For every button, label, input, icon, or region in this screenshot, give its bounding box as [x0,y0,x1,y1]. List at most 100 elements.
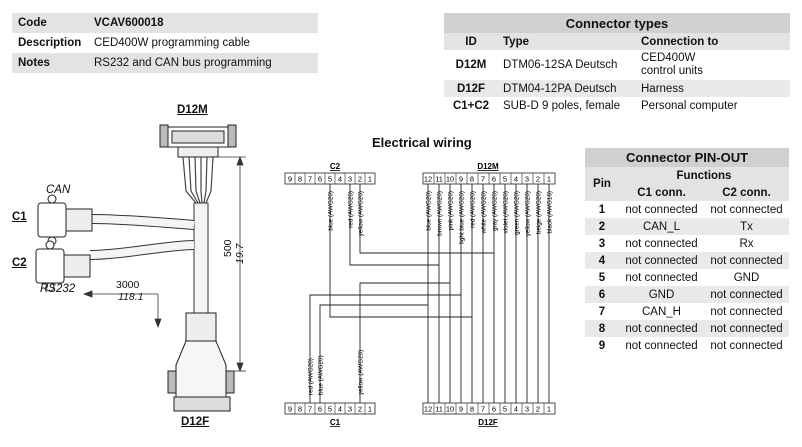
c2-wire-label: red (AWG20) [348,191,355,228]
length-dimension [82,290,162,329]
c1-bottom-pin-strip [284,402,376,415]
c1-function: GND [619,286,704,303]
d12m-top-pin-2: 2 [536,175,540,184]
c1-wire-label: yellow (AWG20) [358,350,365,395]
pin-number: 8 [585,320,619,337]
d12m-top-pin-12: 12 [424,175,432,184]
d12f-bottom-pin-2: 2 [536,405,540,414]
c2-top-pin-2: 2 [358,175,362,184]
pin-number: 7 [598,305,606,318]
connector-type: DTM06-12SA Deutsch [503,59,618,71]
d12f-bottom-pin-4: 4 [514,405,518,414]
c2-wire-5 [329,184,472,318]
c1-function: CAN_L [619,218,704,235]
d12f-bottom-pin-11: 11 [435,405,443,414]
d12m-top-pin-7: 7 [481,175,485,184]
c1-col-header: C1 conn. [619,184,704,201]
c1-bottom-pin-6: 6 [318,405,322,414]
d-wire-label: yellow (AWG20) [525,191,532,236]
d-wire-label: beige (AWG20) [536,191,543,234]
c1-function: not connected [625,203,698,216]
c1-bottom-pin-2: 2 [358,405,362,414]
pin-number: 2 [585,218,619,235]
pinout-table: Connector PIN-OUT Pin Functions C1 conn.… [585,148,789,354]
connector-type: SUB-D 9 poles, female [503,99,620,112]
c1-wire-7 [309,294,461,403]
d12m-connector-graphic [159,124,237,158]
c1-connector-graphic [37,194,93,246]
c1-function: not connected [625,237,698,250]
functions-header: Functions [619,167,789,184]
c2-label: C2 [12,257,27,269]
info-value: CED400W programming cable [94,37,250,49]
pin-number: 3 [598,237,606,250]
c1-function: not connected [619,320,704,337]
c1-wire-label: red (AWG20) [308,358,315,395]
cable-drawing [35,124,246,412]
info-row-code: Code VCAV600018 [12,13,318,33]
connector-id: C1+C2 [452,99,490,112]
connector-type: DTM04-12PA Deutsch [498,80,636,97]
c2-top-pin-9: 9 [288,175,292,184]
pinout-row: 7 CAN_H not connected [585,303,789,320]
d12f-bottom-pin-8: 8 [470,405,474,414]
c1-bottom-pin-4: 4 [338,405,342,414]
col-header-connection: Connection to [636,33,790,50]
c2-wire-label: blue (AWG20) [328,191,335,231]
d12m-label: D12M [177,104,208,116]
wiring-title: Electrical wiring [372,135,472,150]
c2-top-pin-5: 5 [328,175,332,184]
pin-number: 5 [598,271,606,284]
c2-function: not connected [710,305,783,318]
d12m-wiring-label: D12M [477,162,499,171]
c1-label: C1 [12,211,27,223]
c2-top-pin-8: 8 [298,175,302,184]
d12m-top-pin-11: 11 [435,175,443,184]
main-cable [193,202,209,314]
d12m-top-pin-1: 1 [547,175,551,184]
pin-number: 6 [585,286,619,303]
connector-id: D12M [455,59,487,71]
d-wire-label: violet (AWG20) [503,191,510,233]
rs232-label: RS232 [40,283,76,295]
d-wire-label: light blue (AWG20) [459,191,466,244]
c1-function: CAN_H [642,305,681,318]
connector-connection: Personal computer [641,99,738,112]
d-wire-label: white (AWG20) [481,191,488,234]
c1-bottom-pin-8: 8 [298,405,302,414]
c2-function: not connected [710,339,783,352]
pin-header: Pin [585,167,619,201]
c2-function: GND [733,271,760,284]
d12f-label: D12F [181,416,210,428]
d12f-bottom-pin-3: 3 [525,405,529,414]
connector-types-title: Connector types [444,13,790,33]
connector-row-d12f: D12F DTM04-12PA Deutsch Harness [444,80,790,97]
c1-bottom-pin-3: 3 [348,405,352,414]
d12m-top-pin-10: 10 [446,175,454,184]
d-wire-label: blue (AWG20) [426,191,433,231]
c2-function: not connected [704,286,789,303]
c2-function: not connected [704,320,789,337]
connector-types-table: Connector types ID Type Connection to D1… [444,13,790,114]
c1-bottom-pin-7: 7 [308,405,312,414]
c2-top-pin-4: 4 [338,175,342,184]
c1-bottom-pin-5: 5 [328,405,332,414]
length-in-label: 118.1 [118,291,144,303]
c2-wire-label: yellow (AWG20) [358,191,365,236]
c2-top-pin-6: 6 [318,175,322,184]
d12f-connector-graphic [167,312,235,412]
c2-function: not connected [704,252,789,269]
c1-function: not connected [625,271,698,284]
d12f-bottom-pin-6: 6 [492,405,496,414]
c1-function: not connected [625,339,698,352]
d12f-bottom-pin-5: 5 [503,405,507,414]
info-key: Description [18,37,82,49]
height-dimension [218,155,246,373]
c2-col-header: C2 conn. [704,184,789,201]
c2-top-pin-7: 7 [308,175,312,184]
